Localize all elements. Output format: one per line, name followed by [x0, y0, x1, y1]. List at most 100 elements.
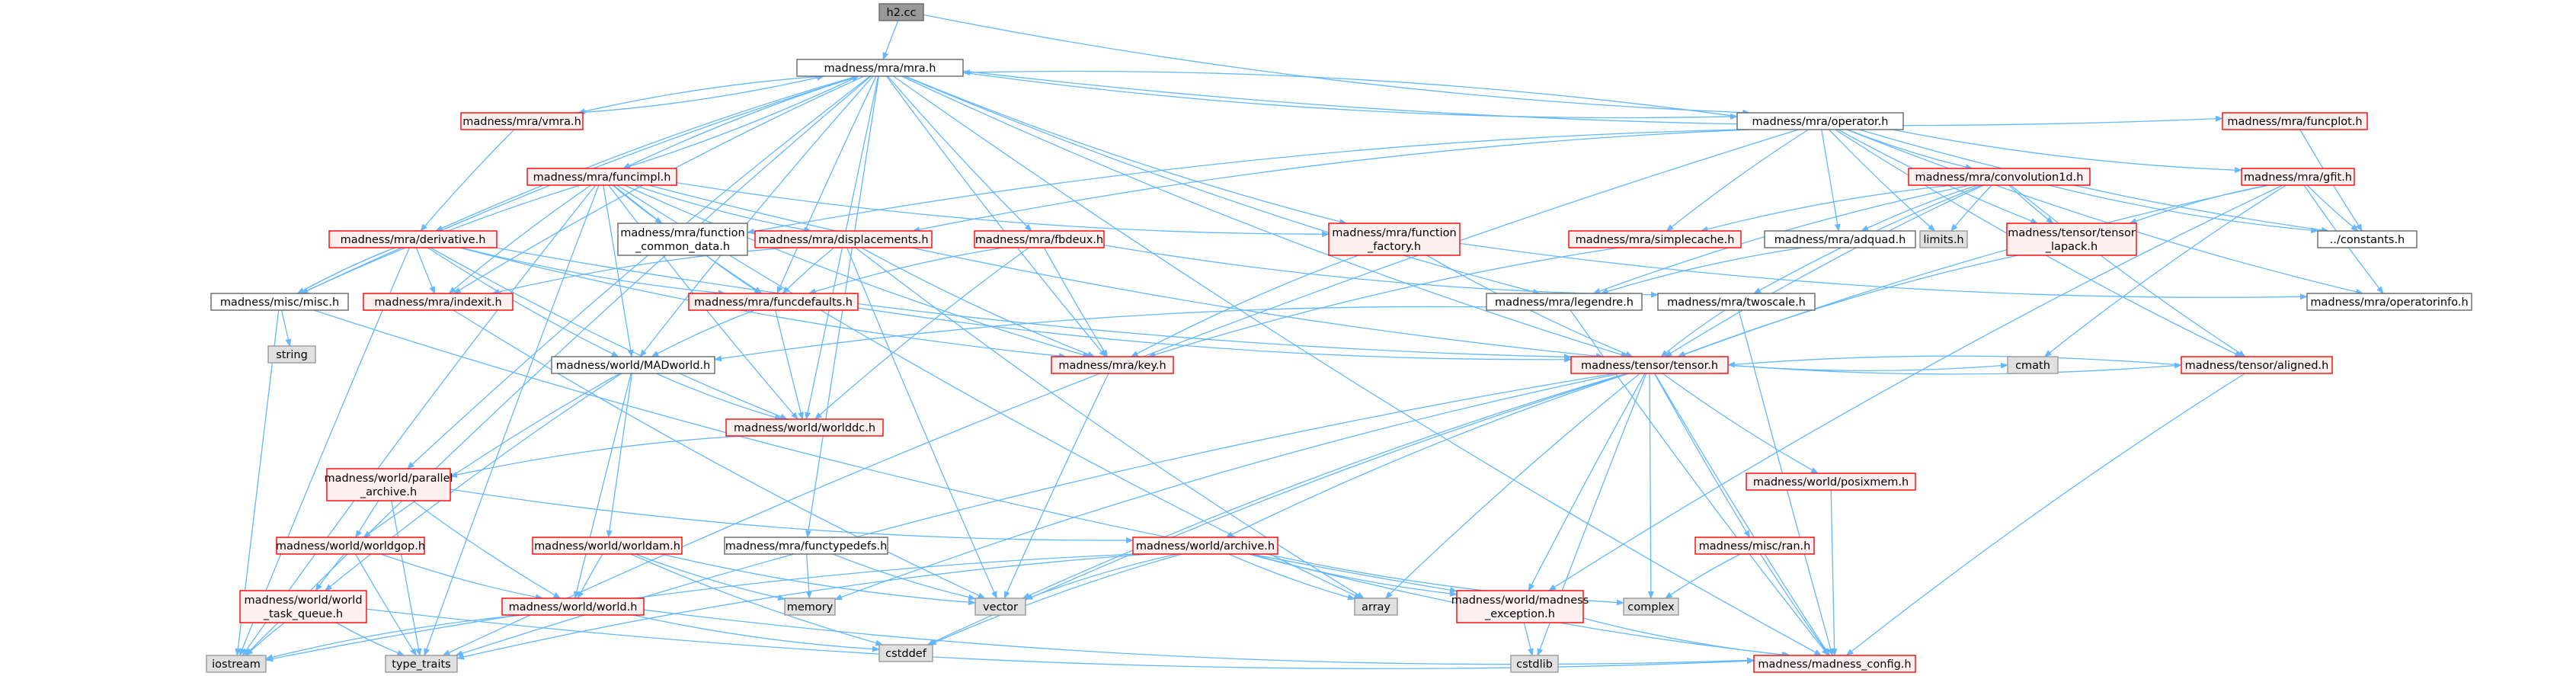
node-constants[interactable]: ../constants.h — [2317, 230, 2418, 248]
edge-adquad-to-legendre — [1600, 247, 1803, 295]
node-label-funcdefaults: madness/mra/funcdefaults.h — [694, 296, 853, 309]
node-funcplot[interactable]: madness/mra/funcplot.h — [2222, 112, 2368, 130]
node-simplecache[interactable]: madness/mra/simplecache.h — [1568, 230, 1742, 248]
node-legendre[interactable]: madness/mra/legendre.h — [1486, 293, 1643, 311]
node-label-gfit: madness/mra/gfit.h — [2244, 171, 2352, 184]
edge-fbdeux-to-worlddc — [814, 247, 1029, 420]
node-box-posixmem — [1746, 473, 1916, 491]
edge-world-task-queue-to-type-traits — [336, 622, 405, 656]
node-box-archive — [1132, 537, 1278, 555]
node-label-derivative: madness/mra/derivative.h — [341, 234, 486, 246]
node-world[interactable]: madness/world/world.h — [501, 598, 645, 616]
node-label-tensor-lapack: madness/tensor/tensor — [2008, 227, 2136, 239]
node-box-madness-exception — [1456, 590, 1584, 623]
node-key[interactable]: madness/mra/key.h — [1051, 356, 1174, 374]
node-func-common[interactable]: madness/mra/function_common_data.h — [617, 223, 748, 256]
edge-funcimpl-to-indexit — [448, 184, 591, 294]
edge-parallel-archive-to-type-traits — [391, 500, 422, 656]
node-derivative[interactable]: madness/mra/derivative.h — [328, 230, 498, 248]
node-box-adquad — [1764, 230, 1916, 248]
node-label-legendre: madness/mra/legendre.h — [1495, 296, 1634, 309]
node-box-displacements — [754, 230, 933, 248]
edge-madworld-to-worldam — [606, 373, 633, 538]
node-convolution1d[interactable]: madness/mra/convolution1d.h — [1908, 168, 2091, 186]
node-parallel-archive[interactable]: madness/world/parallel_archive.h — [324, 468, 453, 501]
node-worldgop[interactable]: madness/world/worldgop.h — [276, 537, 425, 555]
edge-funcimpl-to-type-traits — [424, 184, 600, 656]
node-fbdeux[interactable]: madness/mra/fbdeux.h — [974, 230, 1105, 248]
node-box-simplecache — [1568, 230, 1742, 248]
edge-funcdefaults-to-madworld — [651, 309, 755, 357]
edge-world-to-cstddef — [632, 614, 880, 652]
node-funcdefaults[interactable]: madness/mra/funcdefaults.h — [688, 293, 859, 311]
node-label-world-task-queue: _task_queue.h — [263, 608, 343, 620]
node-ran[interactable]: madness/misc/ran.h — [1694, 537, 1815, 555]
node-misc[interactable]: madness/misc/misc.h — [210, 293, 349, 311]
edge-aligned-to-madness-config — [1845, 373, 2245, 656]
node-func-factory[interactable]: madness/mra/function_factory.h — [1328, 223, 1461, 256]
node-mra-h[interactable]: madness/mra/mra.h — [796, 59, 964, 77]
node-functypedefs[interactable]: madness/mra/functypedefs.h — [724, 537, 888, 555]
node-label-indexit: madness/mra/indexit.h — [374, 296, 501, 309]
node-madworld[interactable]: madness/world/MADworld.h — [551, 356, 715, 374]
node-indexit[interactable]: madness/mra/indexit.h — [363, 293, 514, 311]
node-madness-exception[interactable]: madness/world/madness_exception.h — [1451, 590, 1589, 623]
node-box-aligned — [2181, 356, 2333, 374]
node-operatorinfo[interactable]: madness/mra/operatorinfo.h — [2306, 293, 2472, 311]
node-displacements[interactable]: madness/mra/displacements.h — [754, 230, 933, 248]
edge-gfit-to-tensor — [1677, 184, 2270, 357]
edge-parallel-archive-to-archive — [450, 489, 1134, 543]
node-operator[interactable]: madness/mra/operator.h — [1736, 112, 1904, 130]
edge-fbdeux-to-key — [1043, 247, 1109, 357]
node-world-task-queue[interactable]: madness/world/world_task_queue.h — [239, 590, 367, 623]
node-label-functypedefs: madness/mra/functypedefs.h — [725, 540, 888, 553]
node-twoscale[interactable]: madness/mra/twoscale.h — [1657, 293, 1816, 311]
edge-derivative-to-tensor — [495, 247, 1572, 360]
edge-displacements-to-funcdefaults — [782, 247, 835, 294]
node-label-complex: complex — [1627, 601, 1675, 614]
edge-mra-h-to-funcdefaults — [776, 75, 877, 294]
edge-parallel-archive-to-worldgop — [355, 500, 379, 538]
node-label-tensor: madness/tensor/tensor.h — [1581, 360, 1718, 372]
node-h2cc[interactable]: h2.cc — [878, 3, 924, 21]
edge-convolution1d-to-aligned — [2010, 184, 2246, 357]
node-label-memory: memory — [787, 601, 834, 614]
edge-ran-to-complex — [1664, 553, 1741, 599]
node-aligned[interactable]: madness/tensor/aligned.h — [2181, 356, 2333, 374]
node-box-ran — [1694, 537, 1815, 555]
node-box-funcdefaults — [688, 293, 859, 311]
node-madness-config[interactable]: madness/madness_config.h — [1753, 655, 1916, 673]
node-tensor-lapack[interactable]: madness/tensor/tensor_lapack.h — [2006, 223, 2137, 256]
node-worldam[interactable]: madness/world/worldam.h — [532, 537, 683, 555]
edge-worldam-to-memory — [635, 553, 786, 601]
node-label-worlddc: madness/world/worlddc.h — [734, 422, 875, 434]
node-posixmem[interactable]: madness/world/posixmem.h — [1746, 473, 1916, 491]
edge-operator-to-displacements — [912, 129, 1752, 233]
edge-mra-h-to-vmra — [577, 75, 824, 114]
node-box-func-factory — [1328, 223, 1461, 256]
edge-tensor-to-archive — [1225, 373, 1630, 538]
edge-funcimpl-to-iostream — [242, 184, 597, 656]
node-box-worldgop — [276, 537, 425, 555]
edge-funcimpl-to-displacements — [634, 184, 812, 233]
edge-convolution1d-to-limits — [1950, 184, 1992, 232]
edge-world-to-madness-config — [643, 609, 1755, 665]
node-vmra[interactable]: madness/mra/vmra.h — [460, 112, 584, 130]
node-worlddc[interactable]: madness/world/worlddc.h — [725, 418, 884, 437]
edge-parallel-archive-to-world — [412, 500, 562, 599]
node-tensor[interactable]: madness/tensor/tensor.h — [1570, 356, 1729, 374]
node-label-archive: madness/world/archive.h — [1136, 540, 1275, 553]
node-label-type-traits: type_traits — [392, 658, 450, 671]
node-box-limits — [1919, 230, 1968, 248]
node-type-traits: type_traits — [385, 655, 458, 673]
node-archive[interactable]: madness/world/archive.h — [1132, 537, 1278, 555]
edge-madworld-to-worldgop — [363, 373, 621, 538]
node-box-fbdeux — [974, 230, 1105, 248]
edge-gfit-to-madness-exception — [1548, 184, 2283, 591]
edge-operator-to-limits — [1829, 129, 1936, 232]
edge-worlddc-to-parallel-archive — [450, 435, 744, 478]
node-gfit[interactable]: madness/mra/gfit.h — [2241, 168, 2355, 186]
edge-twoscale-to-tensor — [1660, 309, 1726, 357]
node-adquad[interactable]: madness/mra/adquad.h — [1764, 230, 1916, 248]
node-funcimpl[interactable]: madness/mra/funcimpl.h — [526, 168, 677, 186]
